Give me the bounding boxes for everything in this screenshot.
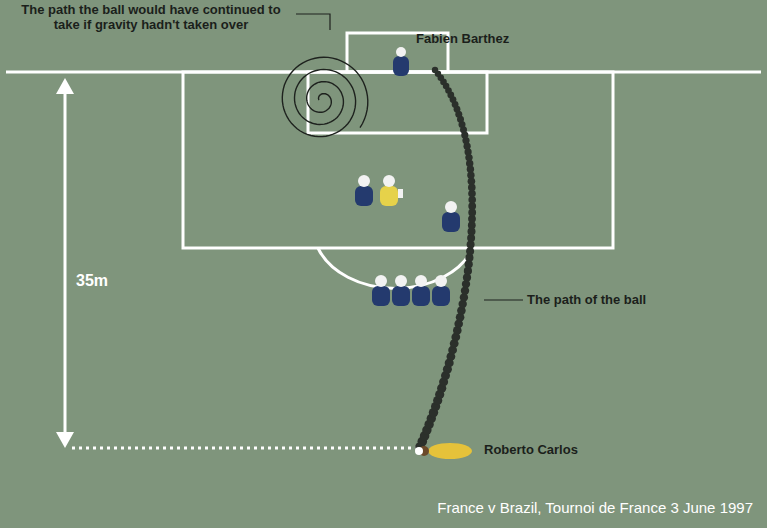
pitch-lines: [6, 33, 761, 288]
spiral-note: The path the ball would have continued t…: [8, 2, 294, 32]
goalkeeper-label: Fabien Barthez: [416, 31, 509, 46]
leader-line: [296, 14, 330, 30]
players: [355, 47, 472, 459]
dotted-baseline: [72, 447, 418, 450]
leader-line: [484, 299, 523, 300]
dimension-arrow: [56, 78, 74, 448]
ball-path: [415, 67, 476, 452]
distance-label: 35m: [76, 272, 108, 290]
kicker-label: Roberto Carlos: [484, 442, 578, 457]
gravity-free-spiral: [282, 57, 368, 136]
ball-path-label: The path of the ball: [527, 292, 646, 307]
caption: France v Brazil, Tournoi de France 3 Jun…: [437, 499, 753, 516]
ball-dot: [432, 67, 438, 73]
pitch-ground: [6, 6, 761, 522]
